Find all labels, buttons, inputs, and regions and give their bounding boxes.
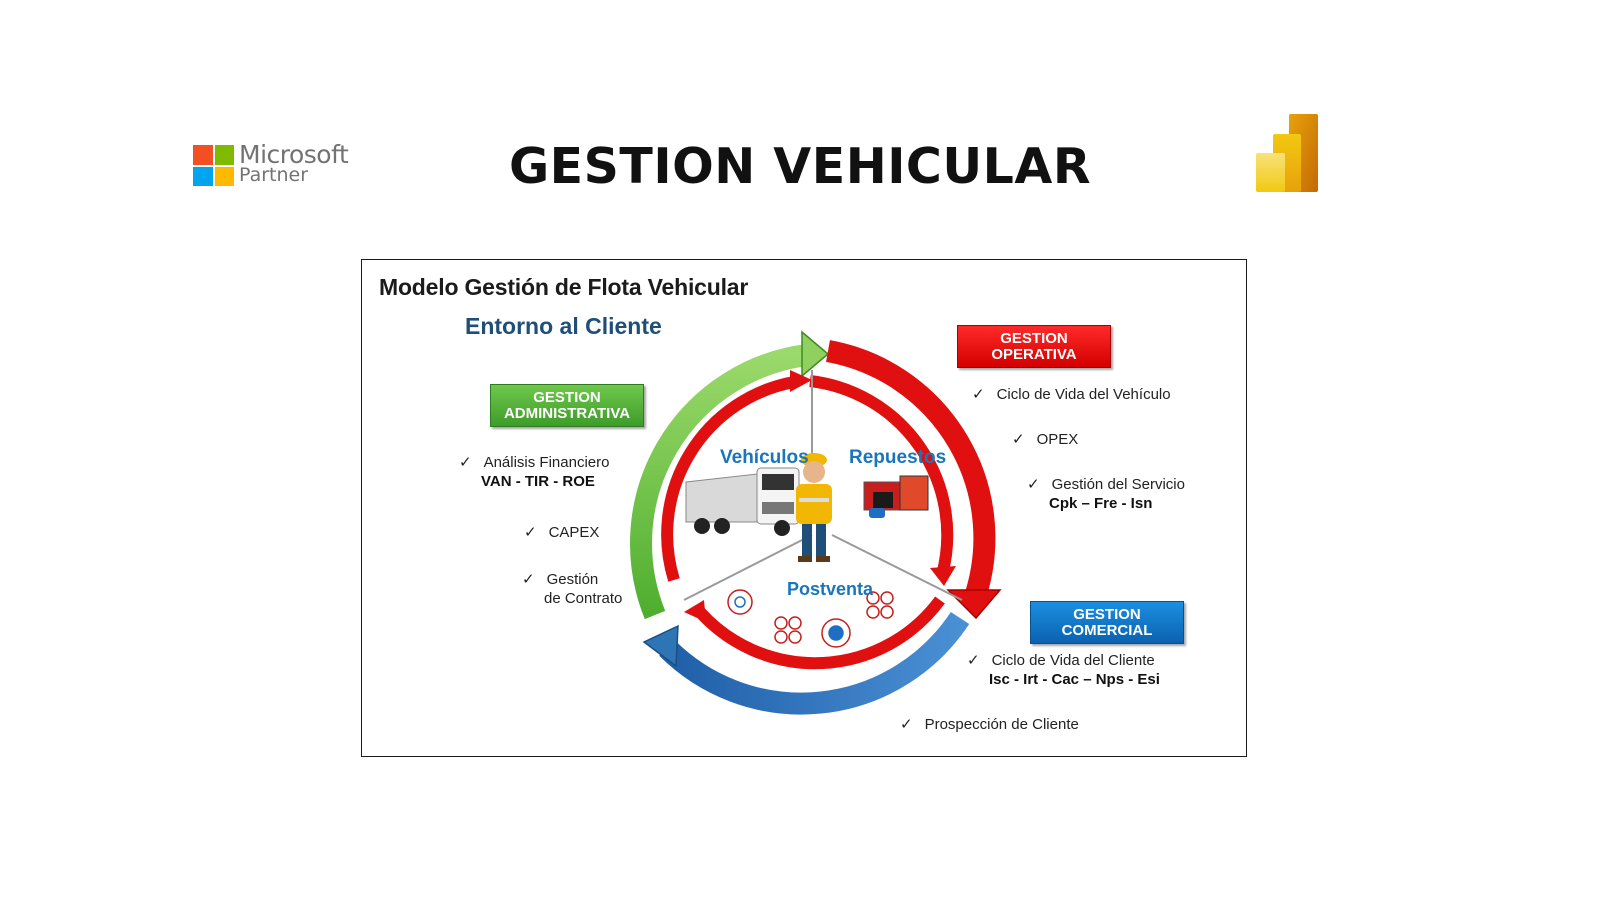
operativa-title-l1: GESTION bbox=[1000, 329, 1068, 347]
check-icon: ✓ bbox=[524, 524, 537, 541]
truck-icon bbox=[685, 467, 800, 536]
diagram-title: Modelo Gestión de Flota Vehicular bbox=[379, 274, 749, 300]
label-vehiculos: Vehículos bbox=[720, 447, 809, 468]
ms-logo-line1: Microsoft bbox=[239, 140, 349, 169]
blue-arc-arrow bbox=[659, 611, 970, 715]
check-icon: ✓ bbox=[900, 716, 913, 733]
operativa-item-3: ✓Gestión del Servicio Cpk – Fre - Isn bbox=[1027, 476, 1185, 512]
ms-logo-line2: Partner bbox=[239, 164, 309, 186]
red-arc-arrow bbox=[826, 340, 996, 604]
admin-item-2: ✓CAPEX bbox=[524, 524, 600, 541]
admin-item-1: ✓Análisis Financiero VAN - TIR - ROE bbox=[459, 454, 610, 490]
microsoft-partner-logo: Microsoft Partner bbox=[193, 140, 363, 190]
green-arrow-head bbox=[801, 330, 830, 378]
check-icon: ✓ bbox=[459, 454, 472, 471]
check-icon: ✓ bbox=[522, 571, 535, 588]
check-icon: ✓ bbox=[972, 386, 985, 403]
worker-icon bbox=[796, 453, 832, 562]
operativa-box: GESTION OPERATIVA bbox=[957, 325, 1111, 368]
comercial-item-2: ✓Prospección de Cliente bbox=[900, 716, 1079, 733]
operativa-item-2: ✓OPEX bbox=[1012, 431, 1079, 448]
admin-item-3: ✓Gestión de Contrato bbox=[522, 571, 623, 607]
operativa-item-1: ✓Ciclo de Vida del Vehículo bbox=[972, 386, 1171, 403]
page-title: GESTION VEHICULAR bbox=[508, 138, 1092, 195]
cycle-arrows-graphic bbox=[630, 330, 1002, 715]
microsoft-logo-icon bbox=[193, 145, 234, 186]
spare-parts-icon bbox=[863, 475, 929, 518]
diagram-subtitle: Entorno al Cliente bbox=[465, 313, 662, 339]
fleet-model-diagram: Modelo Gestión de Flota Vehicular Entorn… bbox=[361, 259, 1247, 757]
admin-title-l2: ADMINISTRATIVA bbox=[503, 404, 631, 422]
admin-title-l1: GESTION bbox=[533, 388, 601, 406]
powerbi-logo-icon bbox=[1256, 114, 1318, 192]
comercial-item-1: ✓Ciclo de Vida del Cliente Isc - Irt - C… bbox=[967, 652, 1160, 688]
check-icon: ✓ bbox=[1027, 476, 1040, 493]
comercial-title-l2: COMERCIAL bbox=[1061, 621, 1153, 639]
label-postventa: Postventa bbox=[787, 579, 874, 599]
check-icon: ✓ bbox=[1012, 431, 1025, 448]
check-icon: ✓ bbox=[967, 652, 980, 669]
comercial-title-l1: GESTION bbox=[1073, 605, 1141, 623]
operativa-title-l2: OPERATIVA bbox=[991, 345, 1077, 363]
admin-box: GESTION ADMINISTRATIVA bbox=[490, 384, 644, 427]
comercial-box: GESTION COMERCIAL bbox=[1030, 601, 1184, 644]
green-arc-arrow bbox=[630, 344, 809, 620]
postventa-icons bbox=[727, 589, 894, 648]
blue-arrow-head bbox=[642, 624, 679, 668]
red-arrow-head bbox=[946, 589, 1002, 620]
label-repuestos: Repuestos bbox=[849, 447, 947, 468]
